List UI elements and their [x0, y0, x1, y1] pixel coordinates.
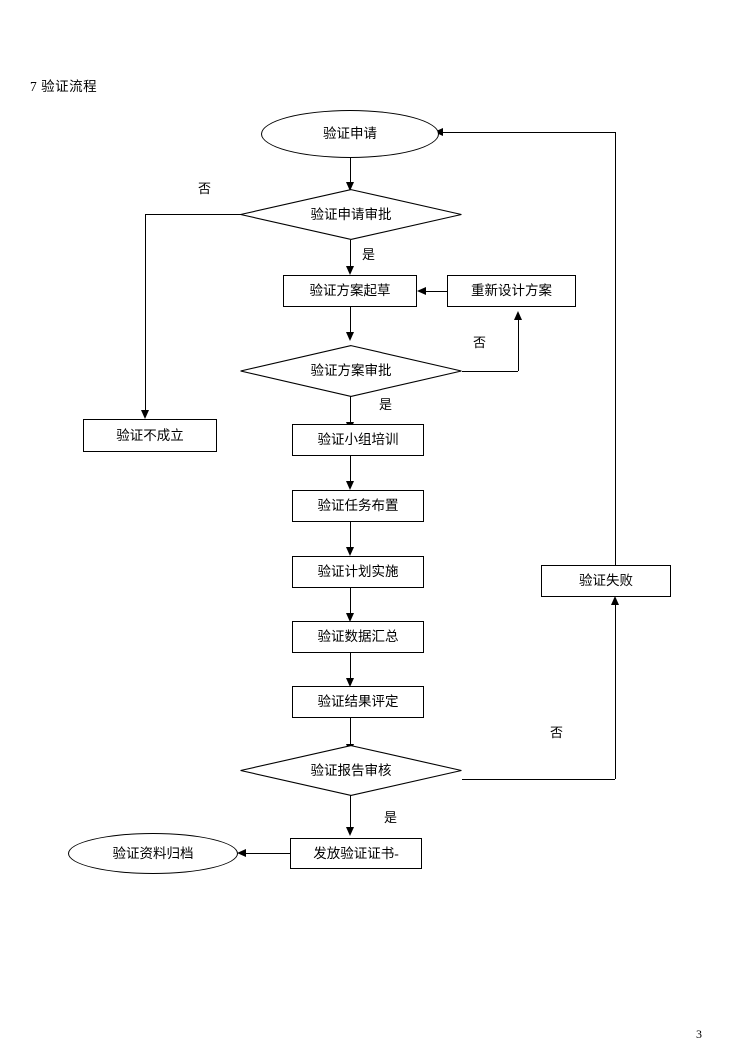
connector-plan-yes-to-team-train [350, 396, 351, 424]
arrowhead-archive-in [237, 848, 246, 857]
node-label: 验证方案起草 [309, 283, 391, 299]
arrowhead-apply-review-in [345, 182, 354, 191]
arrowhead-data-collect-in [345, 613, 354, 622]
connector-failed-to-start-vertical [615, 132, 616, 565]
connector-report-yes-to-issue-cert [350, 795, 351, 829]
arrowhead-redesign-in [513, 311, 522, 320]
arrowhead-plan-review-in [345, 332, 354, 341]
node-label: 验证结果评定 [317, 694, 399, 710]
node-label: 验证申请 [323, 126, 377, 142]
node-draft-validation-plan[interactable]: 验证方案起草 [283, 275, 417, 307]
arrowhead-result-eval-in [345, 678, 354, 687]
edge-label-plan-yes: 是 [379, 397, 393, 412]
node-redesign-plan[interactable]: 重新设计方案 [447, 275, 576, 307]
connector-apply-no-horizontal [145, 214, 241, 215]
edge-label-apply-yes: 是 [362, 247, 376, 262]
arrowhead-issue-cert-in [345, 827, 354, 836]
page-number: 3 [696, 1027, 702, 1041]
edge-label-report-yes: 是 [384, 810, 398, 825]
node-label: 验证报告审核 [310, 762, 392, 778]
node-validation-failed[interactable]: 验证失败 [541, 565, 671, 597]
arrowhead-draft-plan-from-redesign [417, 286, 426, 295]
node-label: 验证数据汇总 [317, 629, 399, 645]
connector-start-to-apply-review [350, 158, 351, 184]
edge-label-apply-no: 否 [198, 181, 212, 196]
arrowhead-draft-plan-in [345, 266, 354, 275]
connector-redesign-to-draft [426, 291, 448, 292]
node-issue-certificate[interactable]: 发放验证证书- [290, 838, 422, 869]
node-result-evaluation[interactable]: 验证结果评定 [292, 686, 424, 718]
arrowhead-task-assign-in [345, 481, 354, 490]
node-start-validation-application[interactable]: 验证申请 [261, 110, 439, 158]
connector-issue-cert-to-archive [246, 853, 290, 854]
connector-apply-yes-to-draft [350, 240, 351, 268]
node-decision-plan-review[interactable]: 验证方案审批 [240, 345, 462, 397]
arrowhead-not-valid-in [140, 410, 149, 419]
edge-label-report-no: 否 [550, 725, 564, 740]
edge-label-plan-no: 否 [473, 335, 487, 350]
connector-failed-to-start-horizontal [443, 132, 615, 133]
node-label: 验证不成立 [116, 427, 184, 443]
connector-team-train-to-task-assign [350, 455, 351, 483]
node-decision-report-audit[interactable]: 验证报告审核 [240, 745, 462, 796]
node-decision-application-review[interactable]: 验证申请审批 [240, 189, 462, 240]
node-label: 验证申请审批 [310, 206, 392, 222]
node-label: 验证任务布置 [317, 498, 399, 514]
connector-draft-to-plan-review [350, 306, 351, 334]
node-validation-not-established[interactable]: 验证不成立 [83, 419, 217, 452]
connector-report-no-vertical [615, 605, 616, 779]
diamond-shape-icon [240, 745, 462, 796]
section-heading: 7 验证流程 [30, 79, 98, 94]
node-label: 验证失败 [579, 573, 633, 589]
connector-report-no-horizontal [462, 779, 615, 780]
connector-plan-no-vertical [518, 320, 519, 371]
node-label: 验证资料归档 [112, 845, 194, 861]
node-label: 发放验证证书- [313, 845, 399, 861]
connector-task-assign-to-plan-exec [350, 521, 351, 549]
node-label: 验证计划实施 [317, 564, 399, 580]
diamond-shape-icon [240, 189, 462, 240]
node-label: 验证小组培训 [317, 432, 399, 448]
node-plan-execution[interactable]: 验证计划实施 [292, 556, 424, 588]
node-data-collection[interactable]: 验证数据汇总 [292, 621, 424, 653]
node-label: 验证方案审批 [310, 363, 392, 379]
arrowhead-failed-in [610, 596, 619, 605]
node-archive-validation-records[interactable]: 验证资料归档 [68, 833, 238, 874]
connector-apply-no-vertical [145, 214, 146, 412]
node-label: 重新设计方案 [471, 283, 552, 299]
arrowhead-plan-exec-in [345, 547, 354, 556]
connector-plan-no-horizontal [462, 371, 518, 372]
connector-plan-exec-to-data-collect [350, 587, 351, 615]
diamond-shape-icon [240, 345, 462, 397]
connector-data-collect-to-result-eval [350, 652, 351, 680]
connector-result-eval-to-report-audit [350, 718, 351, 746]
node-task-assignment[interactable]: 验证任务布置 [292, 490, 424, 522]
node-team-training[interactable]: 验证小组培训 [292, 424, 424, 456]
